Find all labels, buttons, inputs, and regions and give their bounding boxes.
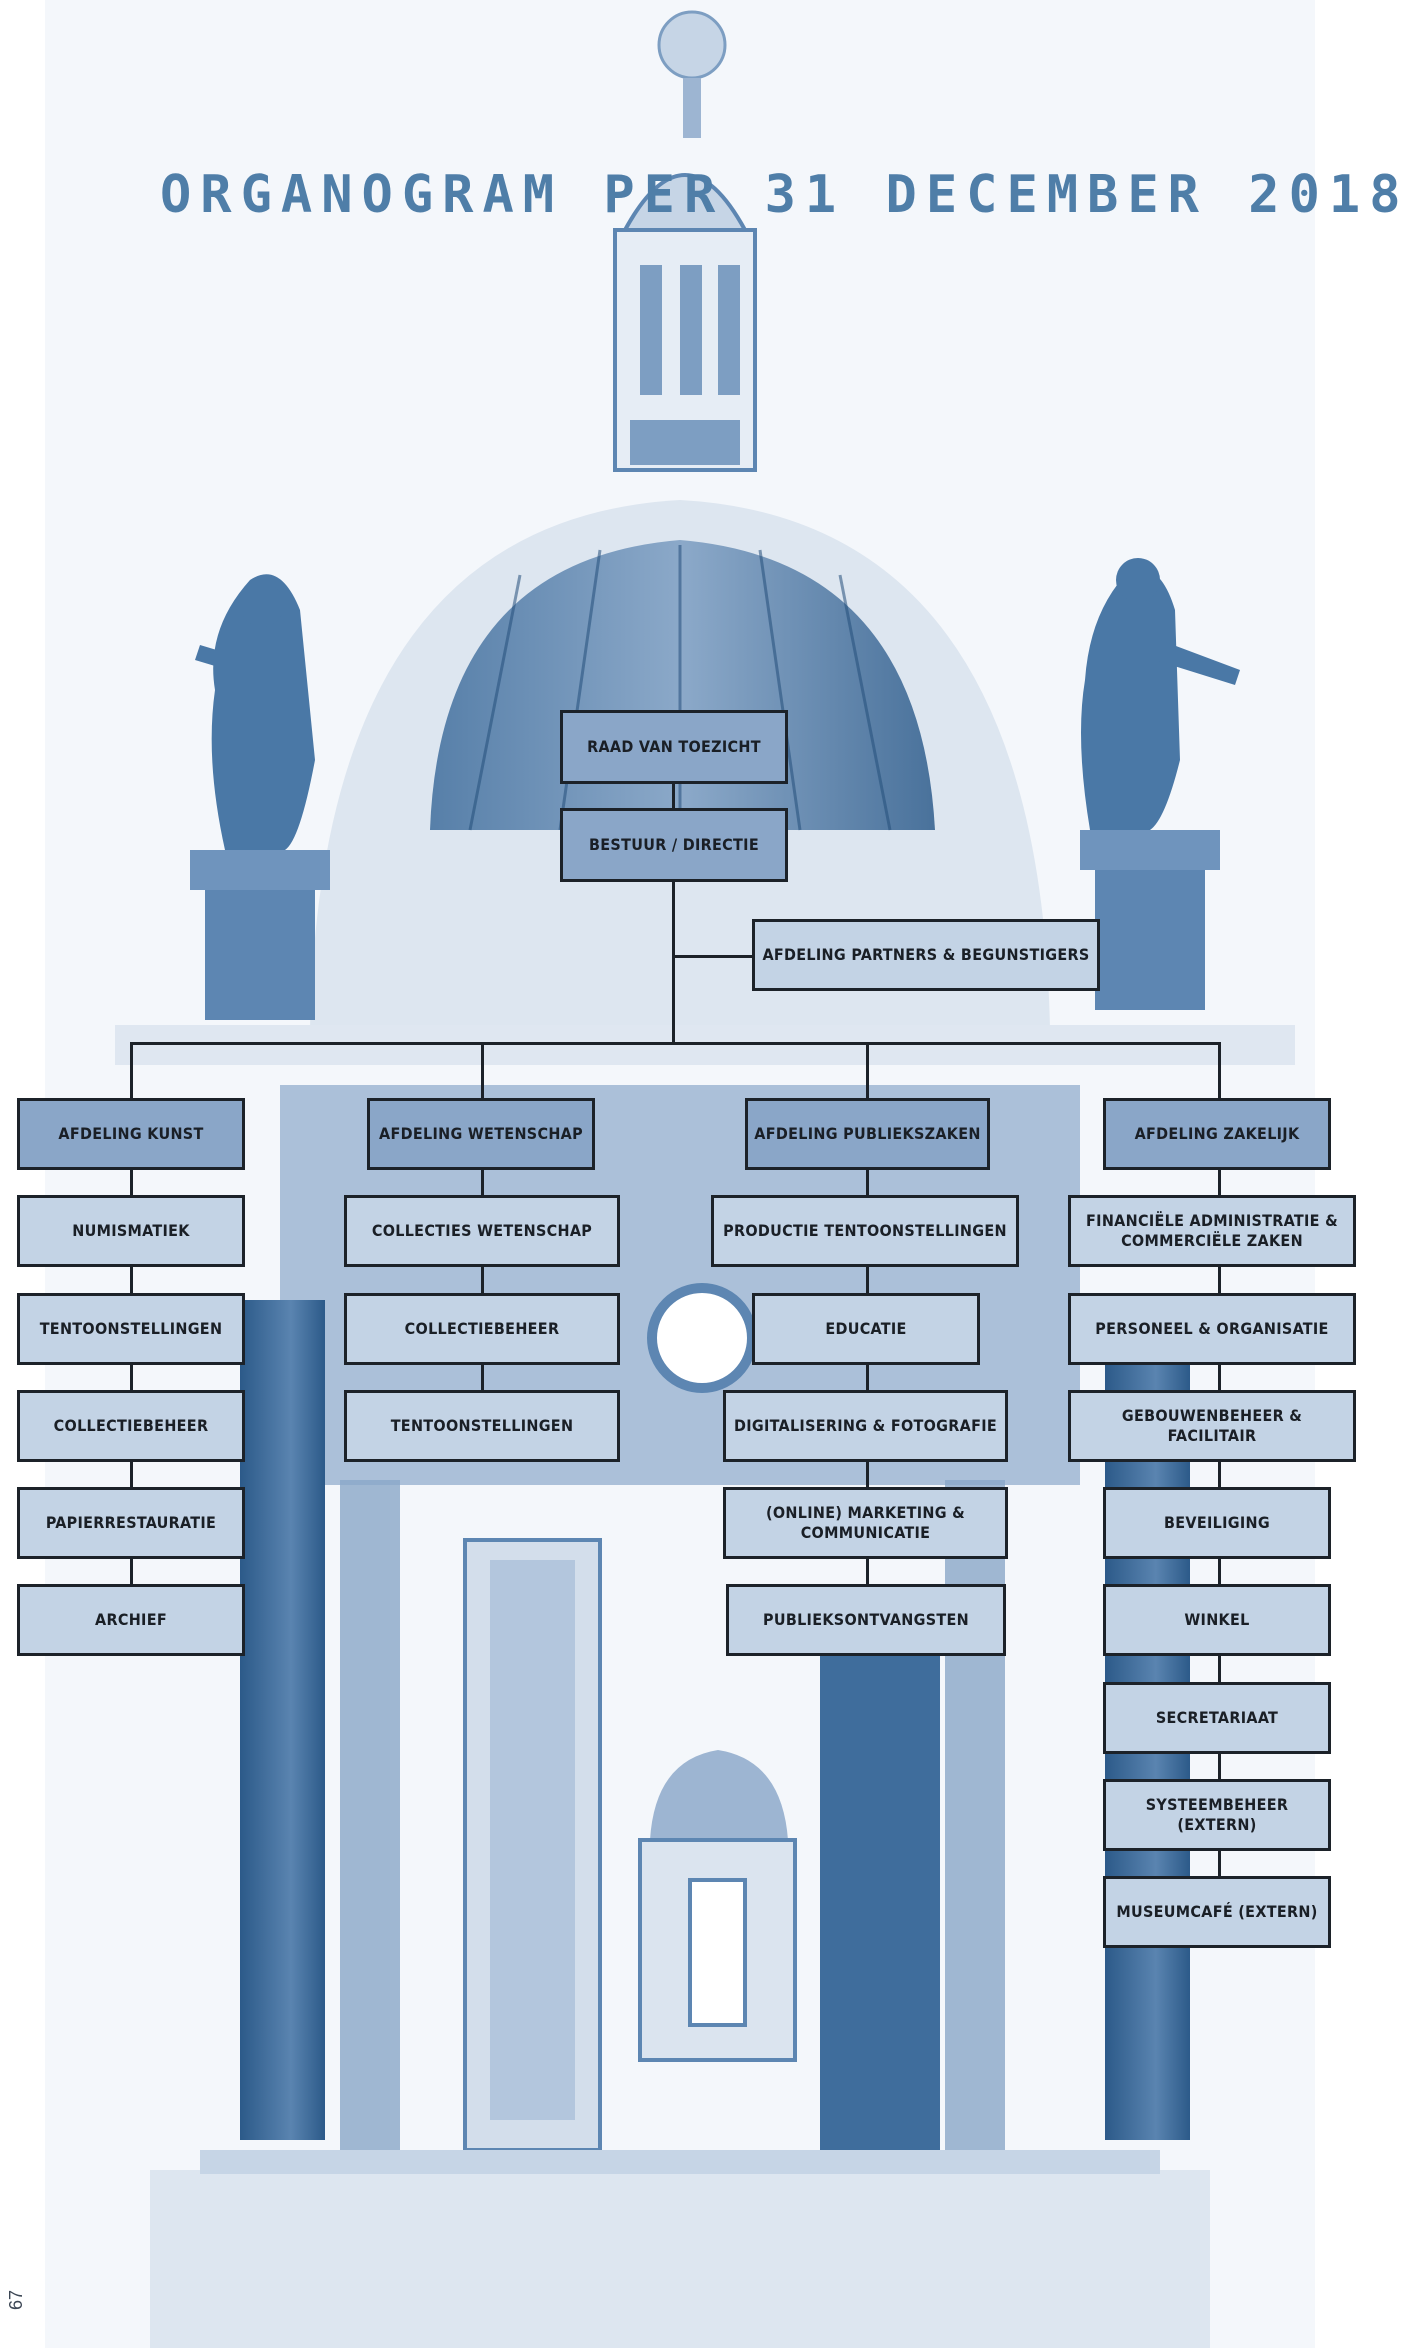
unit-box: WINKEL <box>1103 1584 1331 1656</box>
bestuur-directie-box: BESTUUR / DIRECTIE <box>560 808 788 882</box>
unit-box: PERSONEEL & ORGANISATIE <box>1068 1293 1356 1365</box>
connector-horizontal <box>130 1042 1221 1045</box>
connector-partners <box>672 955 752 958</box>
unit-box: TENTOONSTELLINGEN <box>17 1293 245 1365</box>
connector-raad-bestuur <box>672 784 675 811</box>
connector-bestuur-down <box>672 880 675 1045</box>
connector-zakelijk <box>1218 1042 1221 1100</box>
spine-kunst <box>130 1168 133 1588</box>
spine-publiekszaken <box>866 1168 869 1588</box>
connector-publiekszaken <box>866 1042 869 1100</box>
unit-box: FINANCIËLE ADMINISTRATIE & COMMERCIËLE Z… <box>1068 1195 1356 1267</box>
dept-publiekszaken-box: AFDELING PUBLIEKSZAKEN <box>745 1098 990 1170</box>
unit-box: COLLECTIES WETENSCHAP <box>344 1195 620 1267</box>
connector-kunst <box>130 1042 133 1100</box>
dept-wetenschap-box: AFDELING WETENSCHAP <box>367 1098 595 1170</box>
unit-box: MUSEUMCAFÉ (EXTERN) <box>1103 1876 1331 1948</box>
unit-box: SYSTEEMBEHEER (EXTERN) <box>1103 1779 1331 1851</box>
unit-box: COLLECTIEBEHEER <box>17 1390 245 1462</box>
unit-box: GEBOUWENBEHEER & FACILITAIR <box>1068 1390 1356 1462</box>
unit-box: BEVEILIGING <box>1103 1487 1331 1559</box>
unit-box: TENTOONSTELLINGEN <box>344 1390 620 1462</box>
unit-box: NUMISMATIEK <box>17 1195 245 1267</box>
unit-box: PRODUCTIE TENTOONSTELLINGEN <box>711 1195 1019 1267</box>
unit-box: SECRETARIAAT <box>1103 1682 1331 1754</box>
unit-box: (ONLINE) MARKETING & COMMUNICATIE <box>723 1487 1008 1559</box>
raad-van-toezicht-box: RAAD VAN TOEZICHT <box>560 710 788 784</box>
unit-box: PAPIERRESTAURATIE <box>17 1487 245 1559</box>
unit-box: COLLECTIEBEHEER <box>344 1293 620 1365</box>
page-number: 67 <box>6 2289 26 2310</box>
connector-wetenschap <box>481 1042 484 1100</box>
engraving-background <box>45 0 1315 2348</box>
partners-begunstigers-box: AFDELING PARTNERS & BEGUNSTIGERS <box>752 919 1100 991</box>
page: ORGANOGRAM PER 31 DECEMBER 2018 RAAD VAN… <box>6 0 1410 2348</box>
dept-zakelijk-box: AFDELING ZAKELIJK <box>1103 1098 1331 1170</box>
unit-box: EDUCATIE <box>752 1293 980 1365</box>
unit-box: ARCHIEF <box>17 1584 245 1656</box>
unit-box: DIGITALISERING & FOTOGRAFIE <box>723 1390 1008 1462</box>
unit-box: PUBLIEKSONTVANGSTEN <box>726 1584 1006 1656</box>
page-title: ORGANOGRAM PER 31 DECEMBER 2018 <box>160 165 1410 225</box>
spine-wetenschap <box>481 1168 484 1393</box>
dept-kunst-box: AFDELING KUNST <box>17 1098 245 1170</box>
